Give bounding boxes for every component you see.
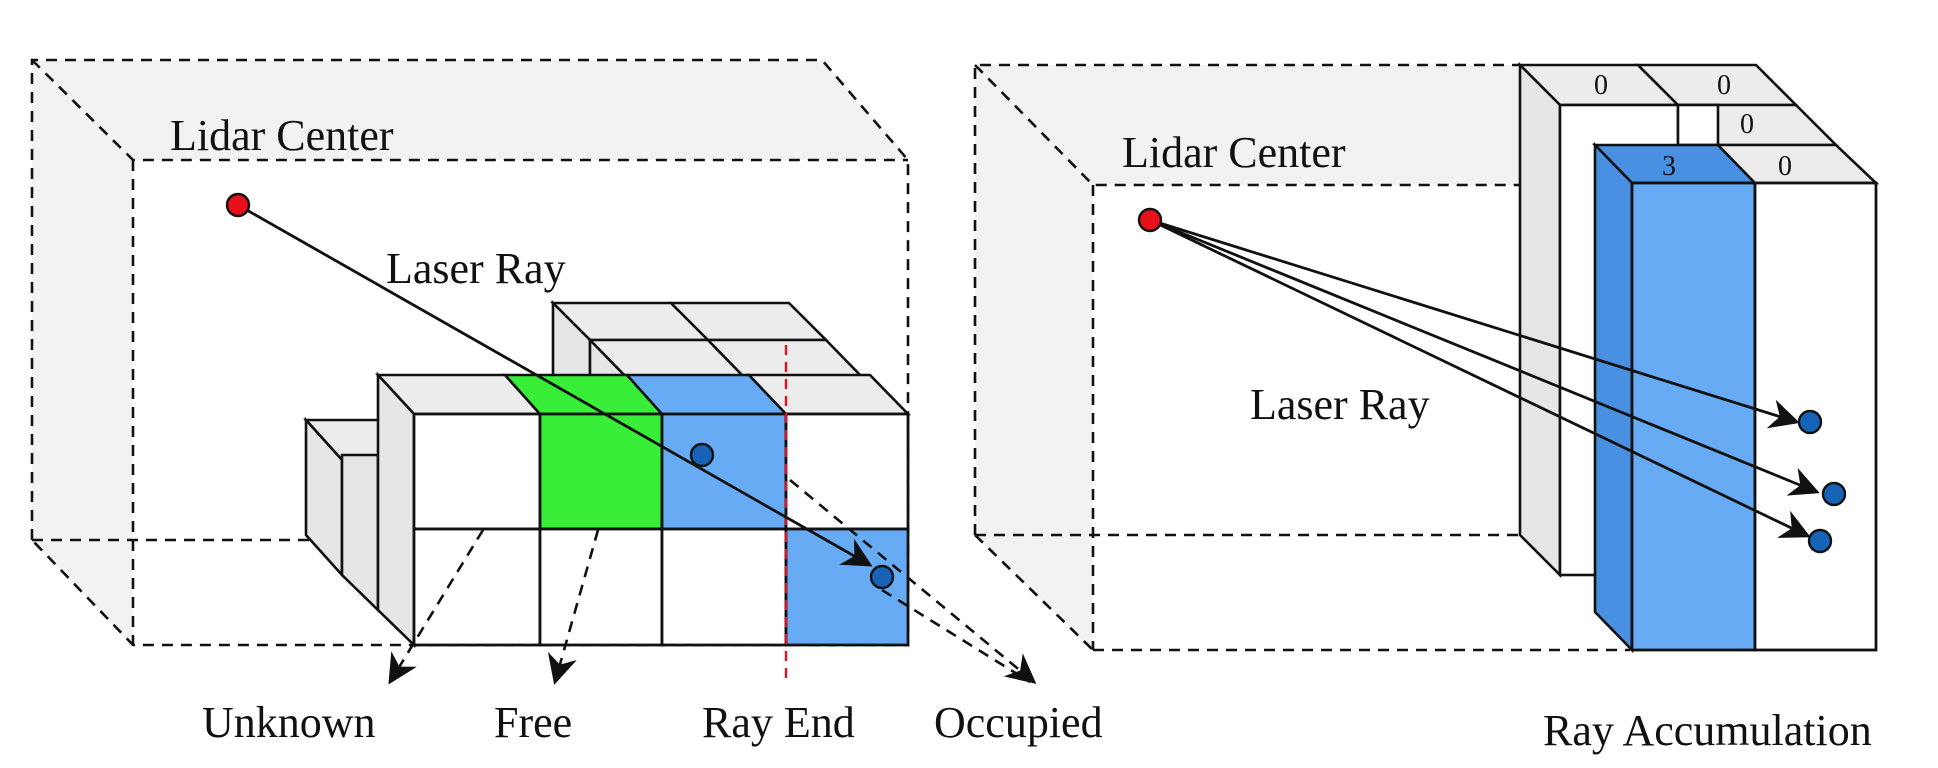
mid-voxel-tops — [375, 373, 912, 416]
lidar-center-point — [225, 192, 251, 218]
left-laser-ray-label: Laser Ray — [386, 244, 566, 293]
accum-voxel-side — [1593, 141, 1634, 654]
occupied-point — [689, 442, 715, 468]
unknown-side-voxels — [303, 371, 417, 649]
ray-end-voxel — [784, 527, 910, 647]
right-lidar-center-point — [1137, 207, 1163, 233]
legend-unknown-label: Unknown — [202, 698, 376, 747]
accumulated-rays — [1149, 218, 1820, 538]
legend-free-label: Free — [494, 698, 572, 747]
accum-voxel-front — [1630, 181, 1757, 652]
right-laser-ray-label: Laser Ray — [1250, 380, 1430, 429]
free-voxel — [538, 412, 664, 531]
count-front-white: 0 — [1778, 151, 1792, 182]
legend-ray-end-label: Ray End — [702, 698, 855, 747]
laser-ray — [237, 203, 873, 567]
right-panel: 0 0 0 3 0 Lidar Center Laser Ray Ray Acc… — [973, 61, 1880, 755]
room-wireframe — [30, 58, 910, 647]
room-top-face — [32, 60, 908, 160]
ray-accumulation-caption: Ray Accumulation — [1543, 706, 1872, 755]
count-front-blue: 3 — [1662, 151, 1676, 182]
right-room-top-face — [975, 65, 1560, 185]
occupied-voxel — [660, 412, 788, 531]
front-voxels-lower — [412, 527, 910, 647]
left-lidar-center-label: Lidar Center — [170, 111, 394, 160]
count-back-top-1: 0 — [1594, 70, 1608, 101]
right-room-left-face — [975, 65, 1093, 650]
front-slab — [1591, 141, 1880, 654]
hit-point-1 — [1797, 409, 1823, 435]
hit-point-3 — [1807, 528, 1833, 554]
right-lidar-center-label: Lidar Center — [1122, 128, 1346, 177]
room-left-face — [32, 60, 133, 645]
left-panel: Lidar Center Laser Ray Unknown Free Ray … — [30, 58, 1103, 747]
front-voxels-upper — [412, 412, 910, 531]
legend-arrows — [388, 478, 1037, 685]
back-voxel-row — [549, 299, 867, 416]
legend-occupied-label: Occupied — [934, 698, 1103, 747]
hit-point-2 — [1821, 481, 1847, 507]
ray-end-point — [869, 564, 895, 590]
count-mid-top: 0 — [1740, 109, 1754, 140]
right-room-wireframe — [973, 63, 1630, 652]
count-back-top-2: 0 — [1717, 70, 1731, 101]
